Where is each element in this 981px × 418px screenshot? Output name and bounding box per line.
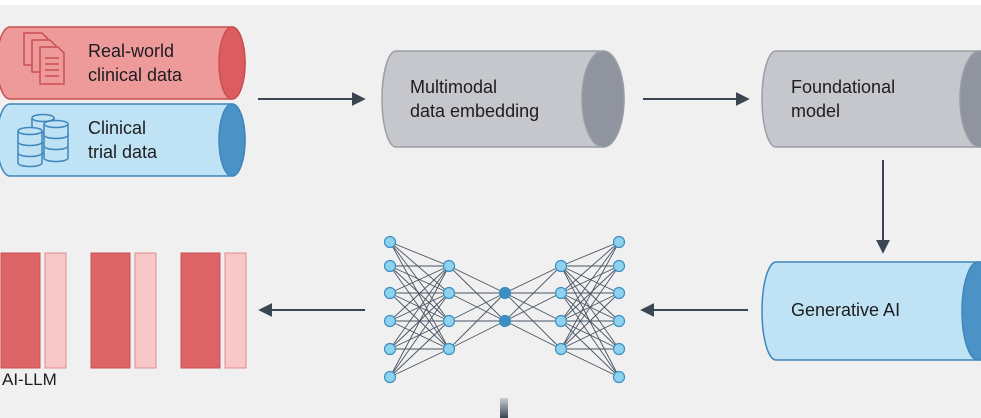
- nn-edge: [560, 241, 620, 294]
- nn-node: [383, 314, 397, 328]
- embedding-cylinder: [381, 50, 625, 148]
- nn-edge: [560, 265, 620, 294]
- embedding-label-line2: data embedding: [410, 101, 540, 121]
- nn-edge: [560, 320, 620, 350]
- nn-edge: [560, 265, 620, 322]
- nn-edge: [389, 265, 450, 294]
- nn-node: [498, 314, 512, 328]
- output-bar-light-2: [134, 252, 157, 369]
- nn-node: [498, 286, 512, 300]
- foundational-label-line2: model: [791, 101, 841, 121]
- clinical-trial-label-line1: Clinical: [88, 118, 147, 138]
- generative-ai-cylinder: [761, 261, 981, 361]
- nn-node: [442, 342, 456, 356]
- embedding-label: Multimodal data embedding: [410, 75, 539, 123]
- nn-node: [612, 235, 626, 249]
- nn-edge: [448, 292, 506, 350]
- output-bars: [0, 252, 247, 369]
- output-bar-dark-3: [180, 252, 221, 369]
- nn-edge: [448, 292, 506, 322]
- neural-network-nodes: [383, 235, 626, 384]
- nn-node: [554, 314, 568, 328]
- nn-edge: [448, 265, 506, 294]
- real-world-label-line1: Real-world: [88, 41, 175, 61]
- nn-edge: [560, 348, 620, 378]
- real-world-label-line2: clinical data: [88, 65, 183, 85]
- nn-edge: [504, 320, 562, 350]
- nn-node: [442, 259, 456, 273]
- nn-edge: [389, 241, 450, 322]
- generative-ai-label-line1: Generative AI: [791, 300, 901, 320]
- nn-edge: [448, 265, 506, 322]
- nn-edge: [389, 241, 450, 267]
- nn-node: [554, 259, 568, 273]
- real-world-data-label: Real-world clinical data: [88, 39, 182, 87]
- nn-edge: [389, 241, 450, 350]
- nn-edge: [448, 320, 506, 350]
- embedding-label-line1: Multimodal: [410, 77, 498, 97]
- output-bar-dark-2: [90, 252, 131, 369]
- nn-node: [612, 370, 626, 384]
- documents-icon: [23, 32, 65, 85]
- nn-edge: [389, 265, 450, 322]
- top-strip: [0, 0, 981, 5]
- nn-node: [612, 286, 626, 300]
- clinical-trial-label: Clinical trial data: [88, 116, 157, 164]
- nn-edge: [504, 265, 562, 294]
- output-bar-light-3: [224, 252, 247, 369]
- nn-node: [383, 370, 397, 384]
- nn-edge: [560, 241, 620, 322]
- nn-edge: [389, 241, 450, 294]
- nn-edge: [389, 320, 450, 378]
- nn-node: [442, 286, 456, 300]
- foundational-model-cylinder: [761, 50, 981, 148]
- clinical-trial-label-line2: trial data: [88, 142, 158, 162]
- nn-edge: [560, 265, 620, 350]
- nn-node: [554, 286, 568, 300]
- nn-node: [612, 342, 626, 356]
- foundational-label: Foundational model: [791, 75, 895, 123]
- nn-node: [383, 286, 397, 300]
- neural-network-edges: [389, 241, 620, 378]
- nn-node: [442, 314, 456, 328]
- nn-edge: [389, 265, 450, 350]
- nn-edge: [560, 241, 620, 267]
- nn-node: [612, 259, 626, 273]
- generative-ai-label: Generative AI: [791, 298, 900, 322]
- output-label: AI-LLM: [2, 370, 57, 389]
- database-icon: [17, 113, 69, 168]
- nn-node: [554, 342, 568, 356]
- output-bar-light-1: [44, 252, 67, 369]
- nn-node: [612, 314, 626, 328]
- nn-edge: [389, 292, 450, 378]
- nn-edge: [389, 348, 450, 378]
- nn-node: [383, 259, 397, 273]
- nn-edge: [560, 292, 620, 350]
- nn-node: [383, 342, 397, 356]
- foundational-label-line1: Foundational: [791, 77, 896, 97]
- nn-edge: [504, 265, 562, 322]
- output-bar-dark-1: [0, 252, 41, 369]
- nn-node: [383, 235, 397, 249]
- bottom-connector: [500, 398, 508, 418]
- nn-edge: [504, 292, 562, 322]
- nn-edge: [560, 241, 620, 350]
- nn-edge: [389, 265, 450, 378]
